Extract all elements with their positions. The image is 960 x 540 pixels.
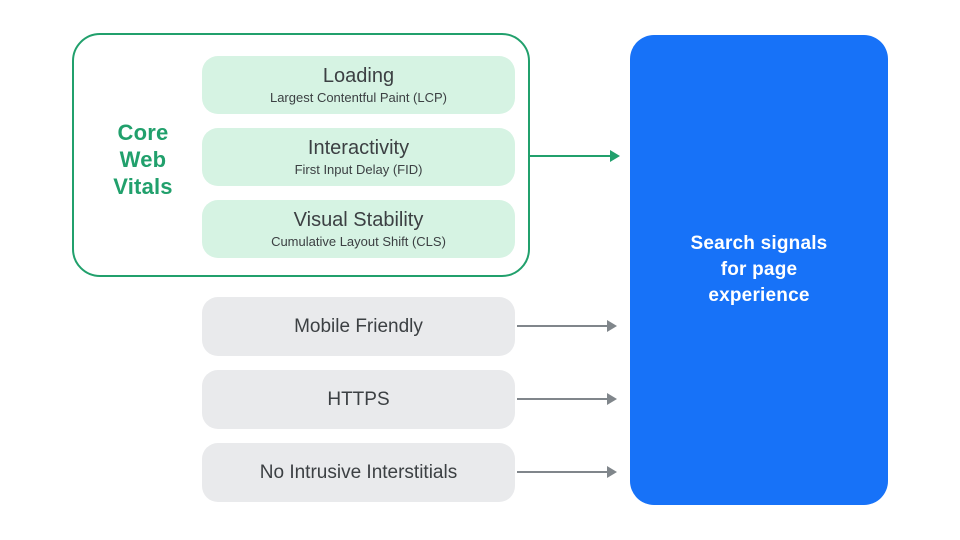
loading-subtitle: Largest Contentful Paint (LCP) (269, 90, 448, 105)
search-signals-text-line: Search signals (690, 233, 828, 254)
https-box: HTTPS (202, 370, 515, 429)
core-web-vitals-label-line: Web (119, 147, 167, 172)
interactivity-fid-box: Interactivity First Input Delay (FID) (202, 128, 515, 186)
https-arrow-right-icon (517, 393, 617, 405)
interactivity-subtitle: First Input Delay (FID) (294, 162, 423, 177)
core-web-vitals-arrow-right-icon (530, 150, 620, 162)
mobile-friendly-label: Mobile Friendly (294, 315, 423, 337)
search-signals-text-line: experience (708, 285, 810, 306)
loading-lcp-box: Loading Largest Contentful Paint (LCP) (202, 56, 515, 114)
core-web-vitals-label-line: Vitals (113, 174, 173, 199)
no-intrusive-interstitials-box: No Intrusive Interstitials (202, 443, 515, 502)
loading-title: Loading (322, 65, 395, 87)
https-label: HTTPS (327, 388, 390, 410)
visual-stability-cls-box: Visual Stability Cumulative Layout Shift… (202, 200, 515, 258)
mobile-friendly-box: Mobile Friendly (202, 297, 515, 356)
core-web-vitals-label: Core Web Vitals (72, 119, 214, 200)
interactivity-title: Interactivity (307, 137, 410, 159)
search-signals-text-line: for page (720, 259, 798, 280)
search-signals-panel: Search signals for page experience (630, 35, 888, 505)
search-signals-text: Search signals for page experience (691, 231, 828, 309)
interstitials-arrow-right-icon (517, 466, 617, 478)
visual-stability-subtitle: Cumulative Layout Shift (CLS) (271, 234, 446, 249)
visual-stability-title: Visual Stability (293, 209, 424, 231)
mobile-friendly-arrow-right-icon (517, 320, 617, 332)
no-intrusive-interstitials-label: No Intrusive Interstitials (259, 461, 458, 483)
core-web-vitals-label-line: Core (117, 120, 169, 145)
